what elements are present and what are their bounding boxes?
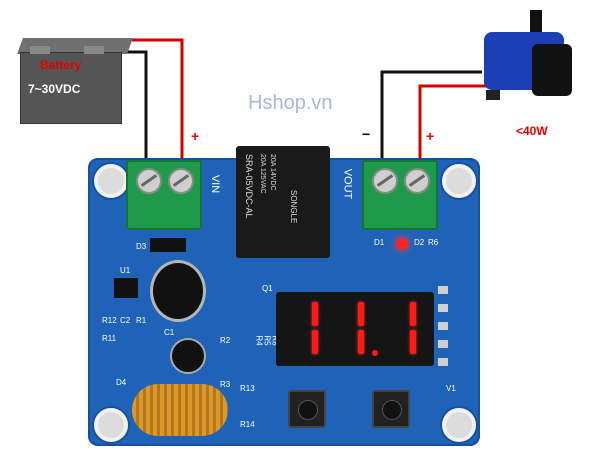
- screw-terminal-icon: [362, 160, 438, 230]
- silk-d1: D1: [374, 238, 385, 247]
- battery-icon: Battery 7~30VDC: [17, 38, 133, 124]
- relay: 20A 14VDC 20A 125VAC SRA-05VDC-AL SONGLE: [236, 146, 330, 258]
- pump-black-wire: [380, 70, 482, 162]
- silk-r12: R12: [102, 316, 117, 325]
- vout-plus-screw: [404, 168, 430, 194]
- vin-plus-sign: +: [191, 128, 200, 144]
- silk-r6: R6: [428, 238, 439, 247]
- battery-voltage: 7~30VDC: [28, 82, 81, 96]
- watermark: Hshop.vn: [248, 92, 333, 114]
- silk-u1: U1: [120, 266, 131, 275]
- pump-power: <40W: [516, 124, 548, 138]
- vout-minus-screw: [372, 168, 398, 194]
- ic-u1: [114, 278, 138, 298]
- decimal-point: [372, 350, 378, 356]
- silk-d3: D3: [136, 242, 147, 251]
- mount-hole: [442, 408, 476, 442]
- silk-c1: C1: [164, 328, 175, 337]
- silk-d2: D2: [414, 238, 425, 247]
- water-pump-icon: [476, 10, 576, 105]
- vin-label: VIN: [209, 174, 222, 194]
- battery-label: Battery: [40, 58, 82, 72]
- decrement-button[interactable]: [372, 390, 410, 428]
- relay-brand: SONGLE: [289, 190, 298, 224]
- vin-minus-screw: [136, 168, 162, 194]
- battery-red-wire: [118, 38, 184, 160]
- silk-r13: R13: [240, 384, 255, 393]
- header-pins: [438, 286, 448, 366]
- silk-r14: R14: [240, 420, 255, 429]
- seven-segment-display: [276, 292, 434, 366]
- screw-terminal-icon: [126, 160, 202, 230]
- vin-plus-screw: [168, 168, 194, 194]
- digit-1: [286, 300, 320, 356]
- digit-2: [332, 300, 366, 356]
- silk-r11: R11: [102, 334, 117, 343]
- silk-r2: R2: [220, 336, 231, 345]
- vout-label: VOUT: [341, 168, 354, 200]
- increment-button[interactable]: [288, 390, 326, 428]
- silk-c2: C2: [120, 316, 131, 325]
- vout-plus-sign: +: [426, 128, 435, 144]
- silk-r3: R3: [220, 380, 231, 389]
- silk-r1: R1: [136, 316, 147, 325]
- mount-hole: [442, 164, 476, 198]
- vout-minus-sign: −: [362, 126, 371, 142]
- relay-rating-2: 20A 125VAC: [259, 154, 266, 194]
- diode-d3: [150, 238, 186, 252]
- silk-v1: V1: [446, 384, 456, 393]
- capacitor-small: [170, 338, 206, 374]
- mount-hole: [94, 408, 128, 442]
- led-indicator-icon: [396, 238, 408, 250]
- relay-rating-1: 20A 14VDC: [269, 154, 276, 191]
- digit-3: [384, 300, 418, 356]
- silk-q1: Q1: [262, 284, 273, 293]
- inductor-coil: [132, 384, 228, 436]
- relay-model: SRA-05VDC-AL: [244, 154, 254, 219]
- silk-d4: D4: [116, 378, 127, 387]
- mount-hole: [94, 164, 128, 198]
- capacitor-large: [150, 260, 206, 322]
